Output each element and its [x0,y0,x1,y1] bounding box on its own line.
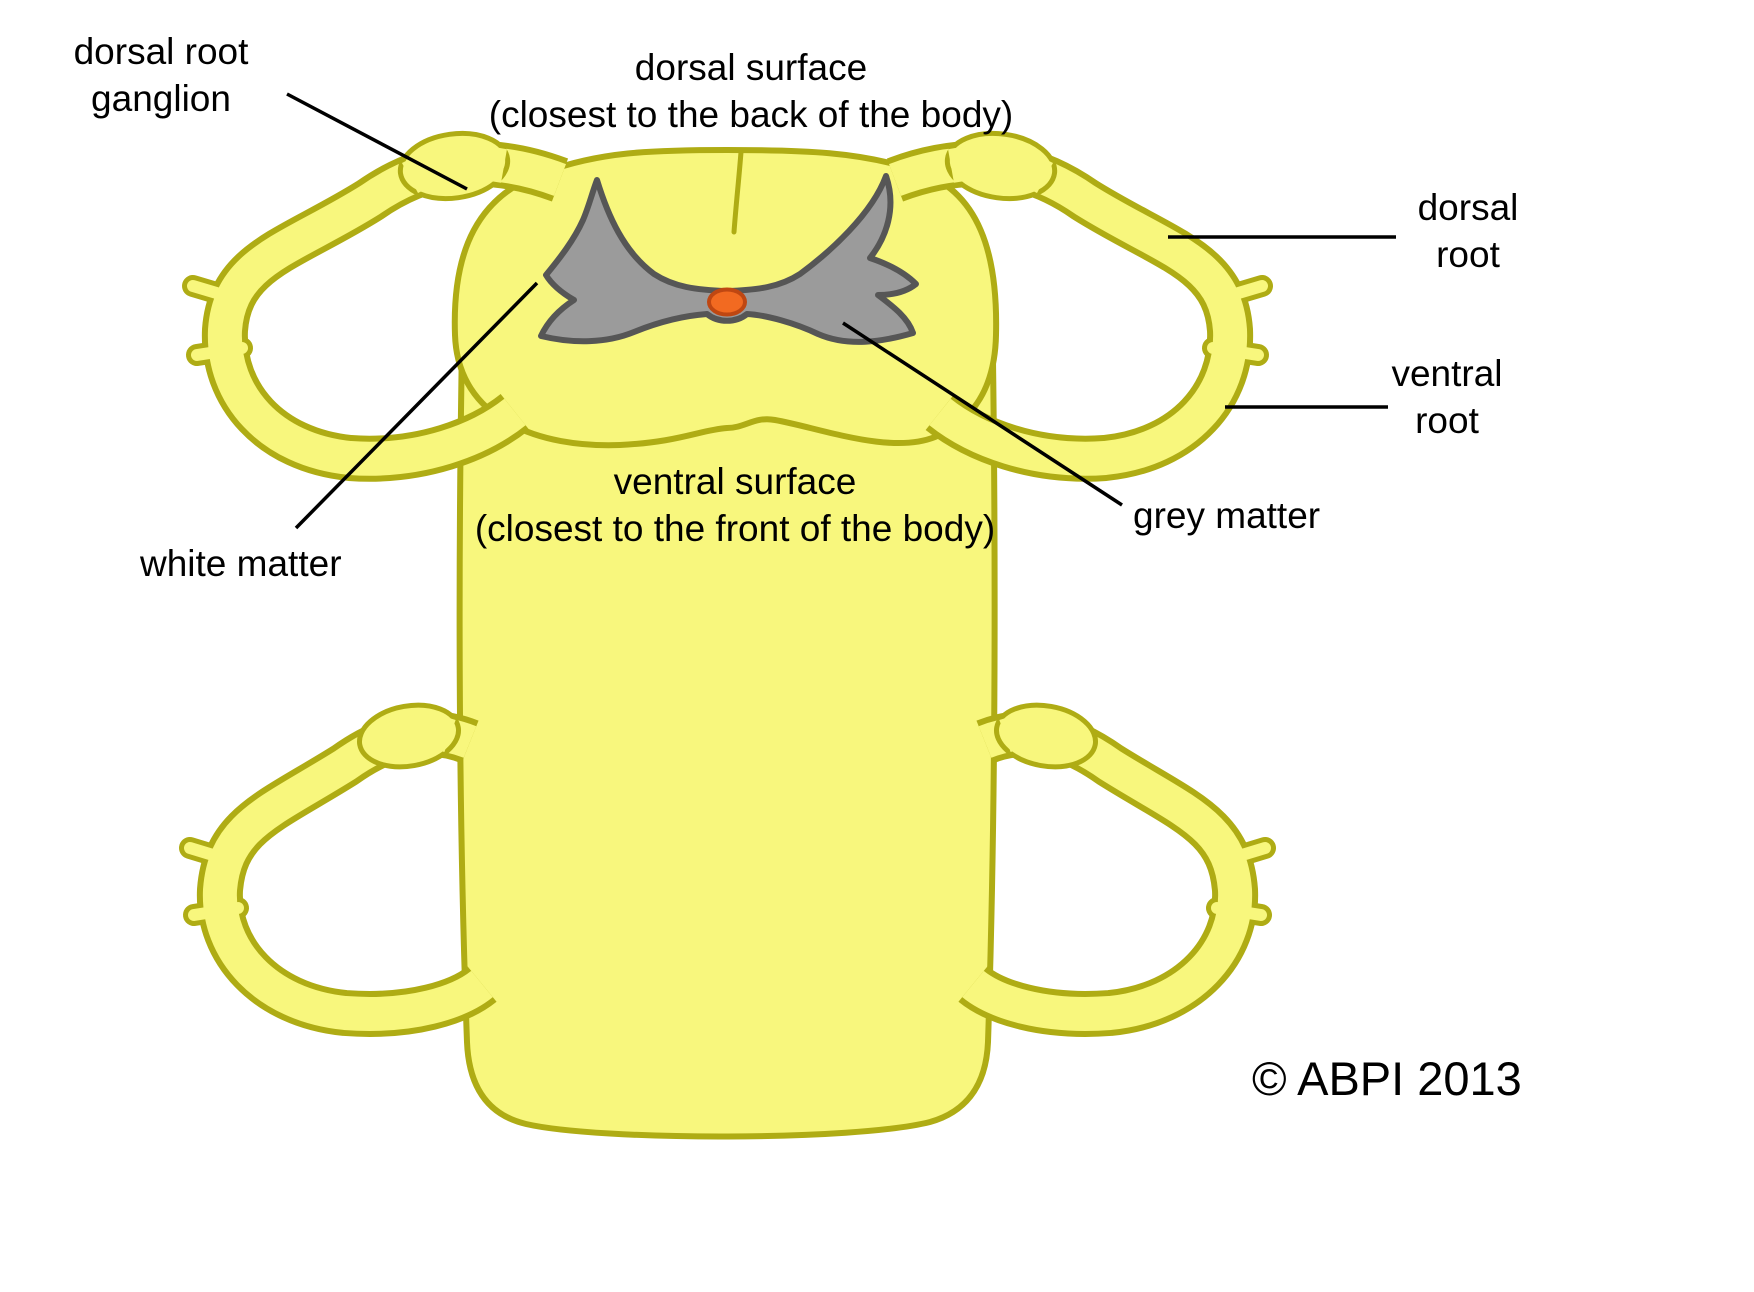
label-line: ventral [1391,353,1503,394]
dorsal-root-label: dorsal root [1398,184,1538,278]
label-line: ventral surface [613,461,857,502]
upper-right-spinal-nerve [886,130,1273,482]
upper-left-spinal-nerve [182,130,569,482]
dorsal-median-sulcus-line [731,149,744,235]
label-line: (closest to the front of the body) [474,508,996,549]
label-line: dorsal surface [634,47,868,88]
lower-right-spinal-nerve [958,702,1276,1037]
grey-matter-label: grey matter [1133,495,1321,536]
label-line: dorsal root [73,31,249,72]
white-matter-label: white matter [140,543,342,584]
copyright-notice: © ABPI 2013 [1252,1052,1522,1105]
nerve-band-fill [962,716,1253,1031]
label-line: root [1436,234,1500,275]
nerve-band-fill [999,714,1078,758]
nerve-band-fill [202,716,493,1031]
dorsal-root-ganglion-label: dorsal root ganglion [36,28,286,122]
nerve-band-fill [402,145,507,194]
label-line: ganglion [91,78,231,119]
nerve-band-fill [377,714,456,758]
ventral-root-label: ventral root [1372,350,1522,444]
dorsal-surface-label: dorsal surface (closest to the back of t… [416,44,1086,138]
grey-matter-shape [538,173,919,345]
nerve-band-fill [948,145,1053,194]
white-matter-pointer-line [294,281,539,530]
label-line: root [1415,400,1479,441]
grey-matter-pointer-line [842,321,1123,507]
label-line: dorsal [1417,187,1519,228]
ventral-surface-label: ventral surface (closest to the front of… [400,458,1070,552]
central-canal [707,287,747,317]
label-line: (closest to the back of the body) [488,94,1014,135]
lower-left-spinal-nerve [179,702,497,1037]
ganglion-pointer-line [286,92,468,191]
